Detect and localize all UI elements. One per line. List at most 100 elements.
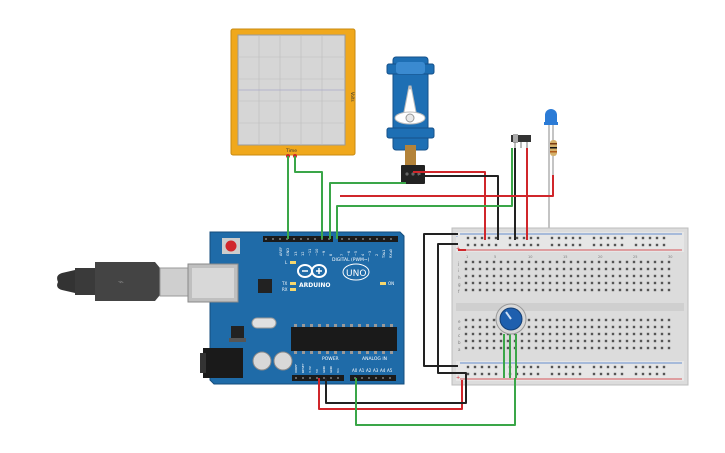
breadboard-hole[interactable] [618,346,622,350]
breadboard-hole[interactable] [478,281,482,285]
breadboard-hole[interactable] [578,236,582,240]
breadboard-hole[interactable] [578,243,582,247]
breadboard-hole[interactable] [620,365,624,369]
wire-green-pot-a0[interactable] [355,378,516,426]
breadboard-hole[interactable] [485,267,489,271]
breadboard-hole[interactable] [606,236,610,240]
breadboard-hole[interactable] [597,281,601,285]
breadboard-hole[interactable] [478,274,482,278]
breadboard-hole[interactable] [597,318,601,322]
breadboard-hole[interactable] [569,267,573,271]
breadboard-hole[interactable] [599,372,603,376]
breadboard-hole[interactable] [592,365,596,369]
breadboard-hole[interactable] [562,288,566,292]
breadboard-hole[interactable] [527,332,531,336]
breadboard-hole[interactable] [583,325,587,329]
breadboard-hole[interactable] [667,318,671,322]
breadboard-hole[interactable] [590,318,594,322]
breadboard-hole[interactable] [583,288,587,292]
breadboard-hole[interactable] [464,339,468,343]
breadboard-hole[interactable] [527,346,531,350]
breadboard-hole[interactable] [583,267,587,271]
breadboard-hole[interactable] [662,243,666,247]
wires[interactable] [287,148,554,426]
breadboard-hole[interactable] [513,260,517,264]
breadboard-hole[interactable] [550,236,554,240]
breadboard-hole[interactable] [618,281,622,285]
breadboard-hole[interactable] [641,243,645,247]
resistor[interactable] [550,132,557,175]
power-jack[interactable] [203,348,243,378]
potentiometer[interactable] [495,303,527,378]
breadboard-hole[interactable] [499,339,503,343]
breadboard-hole[interactable] [534,332,538,336]
breadboard-hole[interactable] [515,243,519,247]
breadboard-hole[interactable] [625,325,629,329]
breadboard-hole[interactable] [597,332,601,336]
breadboard-hole[interactable] [576,274,580,278]
breadboard-hole[interactable] [604,274,608,278]
breadboard-hole[interactable] [541,339,545,343]
breadboard-hole[interactable] [660,318,664,322]
breadboard-hole[interactable] [541,267,545,271]
breadboard-hole[interactable] [485,281,489,285]
breadboard-hole[interactable] [599,365,603,369]
breadboard-hole[interactable] [613,243,617,247]
breadboard-hole[interactable] [597,267,601,271]
breadboard-hole[interactable] [576,260,580,264]
breadboard-hole[interactable] [485,325,489,329]
breadboard-hole[interactable] [620,236,624,240]
breadboard-hole[interactable] [527,281,531,285]
breadboard-hole[interactable] [534,346,538,350]
breadboard-hole[interactable] [464,332,468,336]
breadboard-hole[interactable] [499,288,503,292]
breadboard-hole[interactable] [569,318,573,322]
breadboard-hole[interactable] [653,288,657,292]
breadboard-hole[interactable] [541,288,545,292]
blue-led[interactable] [544,109,558,240]
breadboard-hole[interactable] [506,288,510,292]
breadboard-hole[interactable] [569,325,573,329]
breadboard-hole[interactable] [513,288,517,292]
breadboard-hole[interactable] [534,260,538,264]
breadboard-hole[interactable] [464,274,468,278]
breadboard-hole[interactable] [562,318,566,322]
breadboard-hole[interactable] [555,260,559,264]
breadboard-hole[interactable] [611,274,615,278]
breadboard-hole[interactable] [646,260,650,264]
breadboard-hole[interactable] [541,325,545,329]
breadboard-hole[interactable] [562,281,566,285]
breadboard-hole[interactable] [576,318,580,322]
breadboard-hole[interactable] [548,281,552,285]
breadboard-hole[interactable] [527,267,531,271]
breadboard-hole[interactable] [520,267,524,271]
breadboard-hole[interactable] [471,332,475,336]
breadboard-hole[interactable] [646,325,650,329]
breadboard-hole[interactable] [576,267,580,271]
breadboard-hole[interactable] [564,372,568,376]
breadboard-hole[interactable] [494,365,498,369]
breadboard-hole[interactable] [618,318,622,322]
breadboard-hole[interactable] [562,346,566,350]
breadboard-hole[interactable] [569,260,573,264]
breadboard-hole[interactable] [611,332,615,336]
breadboard-hole[interactable] [562,339,566,343]
breadboard-hole[interactable] [499,260,503,264]
wire-green-servo-signal[interactable] [329,182,406,239]
breadboard-hole[interactable] [590,274,594,278]
breadboard-hole[interactable] [520,260,524,264]
breadboard-hole[interactable] [522,372,526,376]
breadboard-hole[interactable] [641,372,645,376]
breadboard-hole[interactable] [478,346,482,350]
breadboard-hole[interactable] [480,243,484,247]
breadboard-hole[interactable] [478,339,482,343]
breadboard-hole[interactable] [480,365,484,369]
breadboard-hole[interactable] [534,325,538,329]
breadboard-hole[interactable] [569,274,573,278]
breadboard-hole[interactable] [569,339,573,343]
breadboard-hole[interactable] [667,325,671,329]
servo-motor[interactable] [386,56,435,184]
breadboard-hole[interactable] [520,346,524,350]
breadboard-hole[interactable] [625,281,629,285]
breadboard-hole[interactable] [611,325,615,329]
